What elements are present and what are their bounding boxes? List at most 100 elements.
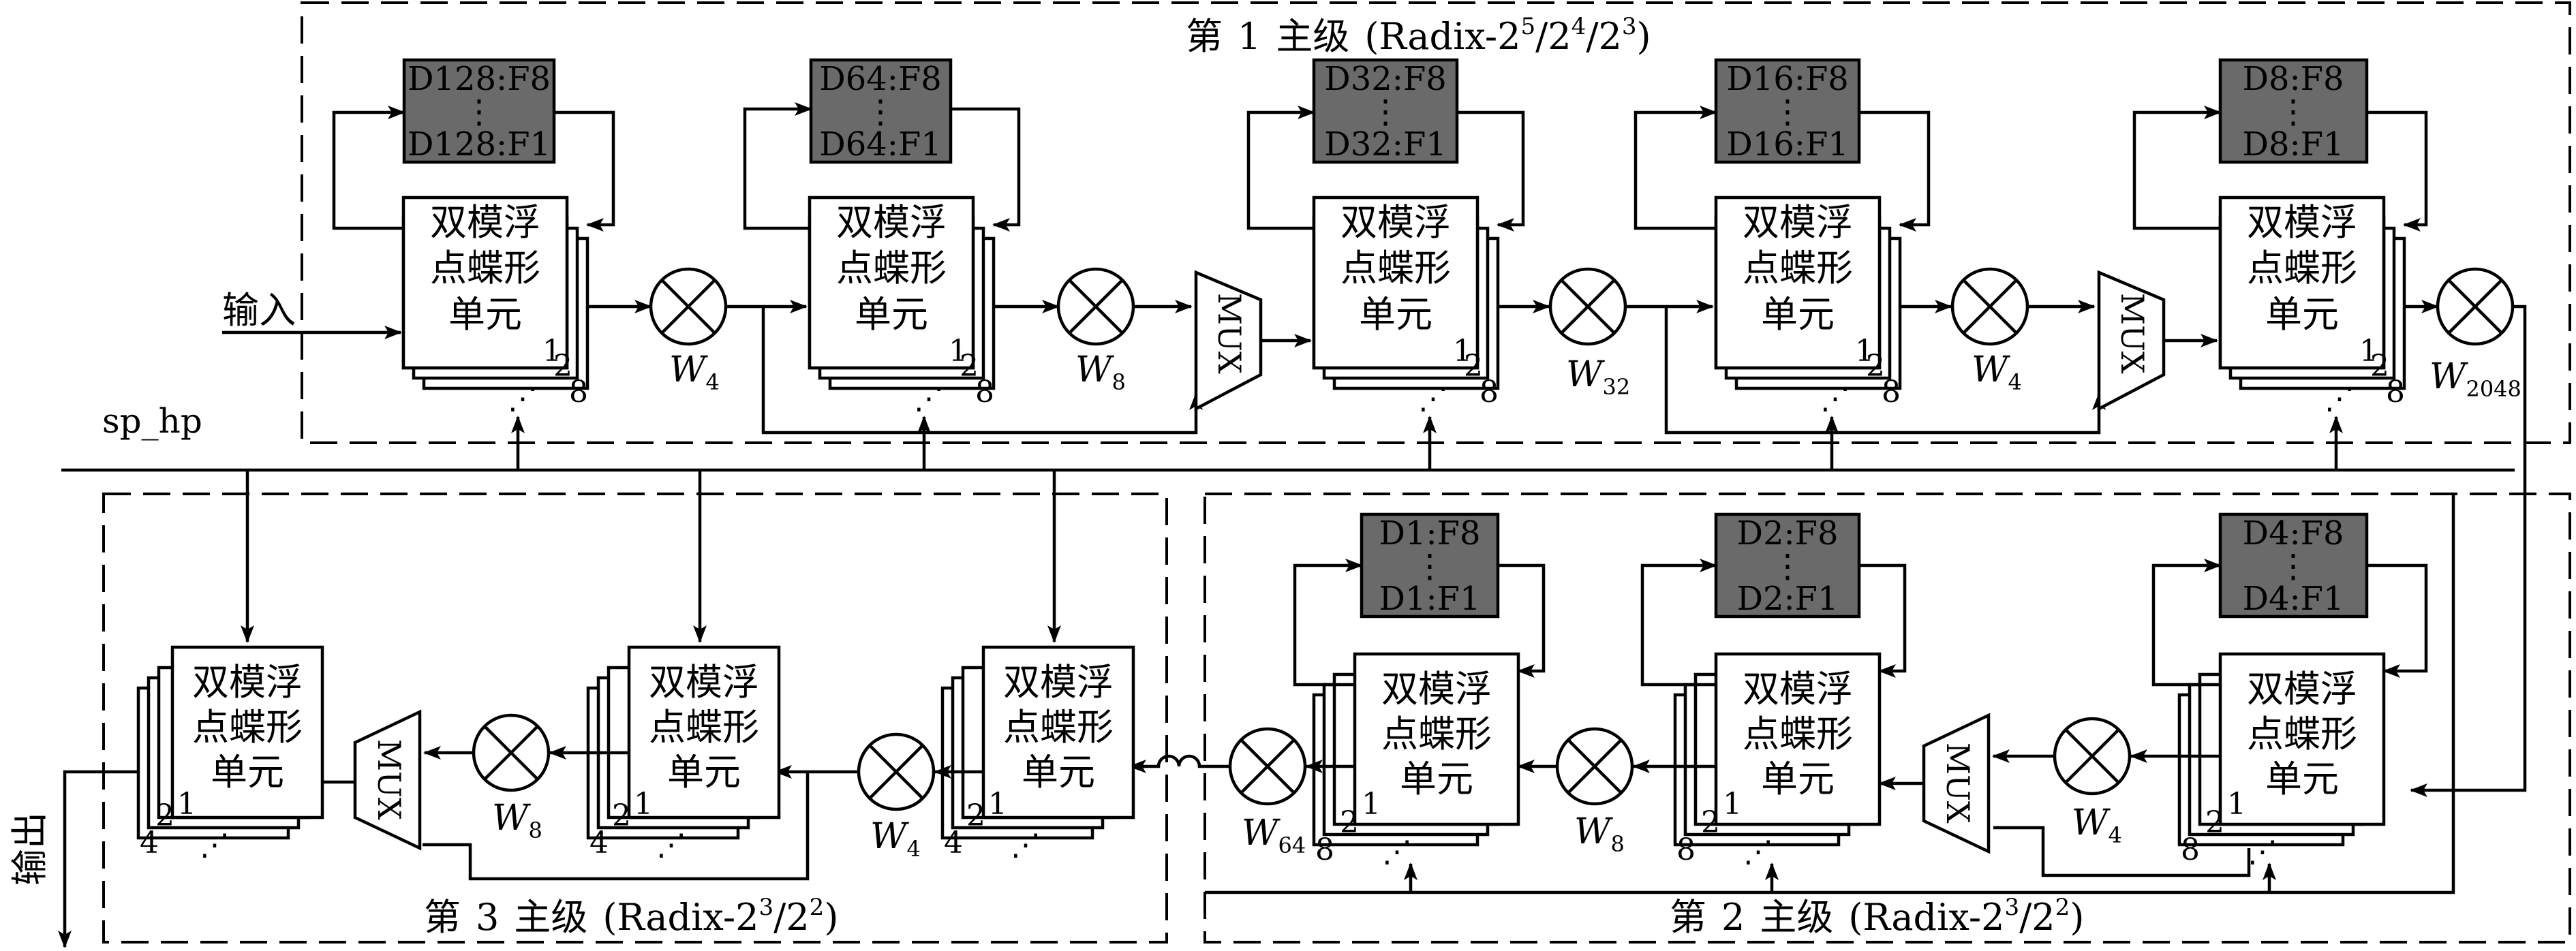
- butterfly-unit-4: 双模浮 点蝶形 单元 1 2 8 ⋰: [1714, 196, 1902, 416]
- output-label: 输出: [8, 812, 51, 886]
- multiplier-8: [2053, 717, 2132, 796]
- svg-text:点蝶形: 点蝶形: [836, 247, 947, 290]
- svg-text:单元: 单元: [1022, 751, 1095, 794]
- svg-text:4: 4: [140, 826, 159, 860]
- butterfly-unit-8: 双模浮 点蝶形 单元 1 2 8 ⋰: [2177, 652, 2386, 869]
- svg-text:点蝶形: 点蝶形: [1340, 247, 1451, 290]
- svg-text:单元: 单元: [2265, 758, 2339, 800]
- svg-text:8: 8: [1676, 832, 1696, 867]
- svg-text:⋰: ⋰: [2248, 835, 2278, 869]
- svg-text:1: 1: [2227, 787, 2246, 822]
- svg-text:双模浮: 双模浮: [1003, 661, 1114, 704]
- svg-text:2: 2: [612, 798, 631, 833]
- svg-text:D16:F1: D16:F1: [1726, 125, 1849, 163]
- twiddle-4: W4: [1972, 349, 2022, 395]
- svg-text:双模浮: 双模浮: [1743, 668, 1853, 711]
- svg-text:⋰: ⋰: [656, 828, 686, 862]
- input-label: 输入: [222, 289, 296, 332]
- svg-text:⋰: ⋰: [1382, 835, 1412, 869]
- svg-text:单元: 单元: [1400, 758, 1473, 800]
- svg-text:⋮: ⋮: [1369, 93, 1402, 131]
- svg-text:2: 2: [155, 798, 174, 833]
- svg-text:1: 1: [1453, 334, 1472, 369]
- svg-text:⋮: ⋮: [1413, 547, 1446, 585]
- svg-text:单元: 单元: [1761, 293, 1835, 336]
- svg-text:⋰: ⋰: [508, 381, 538, 416]
- svg-text:1: 1: [177, 787, 196, 822]
- svg-text:⋮: ⋮: [1771, 547, 1804, 585]
- memory-3: D32:F8 ⋮ D32:F1: [1312, 58, 1459, 164]
- twiddle-7: W8: [1574, 811, 1625, 857]
- svg-text:⋰: ⋰: [914, 381, 944, 416]
- svg-text:D32:F8: D32:F8: [1324, 60, 1447, 98]
- svg-text:D16:F8: D16:F8: [1726, 60, 1849, 98]
- twiddle-2: W8: [1075, 349, 1126, 395]
- stage-2-box: [1203, 493, 2571, 944]
- svg-text:2: 2: [1340, 805, 1359, 840]
- svg-text:8: 8: [1315, 832, 1334, 867]
- svg-text:D8:F1: D8:F1: [2242, 125, 2344, 163]
- control-taps: [241, 416, 2343, 643]
- svg-text:2: 2: [966, 798, 985, 833]
- multiplier-10: [857, 732, 936, 811]
- svg-text:1: 1: [1855, 334, 1874, 369]
- stage-3-box: [102, 493, 1168, 944]
- svg-text:4: 4: [589, 826, 609, 860]
- svg-text:D4:F8: D4:F8: [2242, 514, 2344, 552]
- svg-text:点蝶形: 点蝶形: [430, 247, 540, 290]
- multiplier-1: [649, 267, 728, 346]
- svg-text:点蝶形: 点蝶形: [649, 706, 759, 749]
- butterfly-unit-10: 双模浮 点蝶形 单元 1 2 4 ⋰: [586, 645, 781, 862]
- svg-text:⋮: ⋮: [1771, 93, 1804, 131]
- svg-text:MUX: MUX: [371, 739, 408, 820]
- stage-2-control-bus: [1205, 494, 2455, 894]
- multiplier-5: [2436, 267, 2515, 346]
- svg-text:点蝶形: 点蝶形: [1381, 713, 1492, 755]
- twiddle-10: W4: [870, 816, 921, 862]
- memory-4: D16:F8 ⋮ D16:F1: [1714, 58, 1861, 164]
- butterfly-unit-5: 双模浮 点蝶形 单元 1 2 8 ⋰: [2218, 196, 2406, 416]
- svg-text:MUX: MUX: [1211, 293, 1248, 374]
- svg-text:双模浮: 双模浮: [430, 201, 540, 244]
- svg-text:1: 1: [634, 787, 653, 822]
- svg-text:双模浮: 双模浮: [836, 201, 947, 244]
- svg-text:D8:F8: D8:F8: [2242, 60, 2344, 98]
- svg-text:2: 2: [960, 349, 979, 384]
- svg-text:8: 8: [1882, 375, 1901, 409]
- svg-text:1: 1: [988, 787, 1007, 822]
- control-signal-label: sp_hp: [102, 401, 202, 441]
- svg-text:双模浮: 双模浮: [1743, 201, 1853, 244]
- svg-text:点蝶形: 点蝶形: [1743, 247, 1853, 290]
- svg-text:点蝶形: 点蝶形: [2247, 713, 2357, 755]
- svg-text:双模浮: 双模浮: [2247, 201, 2357, 244]
- loop-1-left: [332, 106, 405, 230]
- svg-text:⋰: ⋰: [2325, 381, 2355, 416]
- butterfly-unit-2: 双模浮 点蝶形 单元 1 2 8 ⋰: [808, 196, 996, 416]
- butterfly-unit-9: 双模浮 点蝶形 单元 1 2 4 ⋰: [136, 645, 324, 862]
- multiplier-4: [1950, 267, 2029, 346]
- twiddle-5: W2048: [2429, 356, 2521, 402]
- multiplier-7: [1555, 727, 1634, 806]
- svg-text:2: 2: [2205, 805, 2224, 840]
- svg-text:⋰: ⋰: [1820, 381, 1850, 416]
- svg-text:2: 2: [1464, 349, 1483, 384]
- svg-text:⋮: ⋮: [2277, 93, 2310, 131]
- svg-text:1: 1: [1723, 787, 1742, 822]
- stage-1-box: [301, 1, 2571, 444]
- butterfly-unit-7: 双模浮 点蝶形 单元 1 2 8 ⋰: [1673, 652, 1882, 869]
- svg-text:D2:F1: D2:F1: [1736, 580, 1838, 618]
- svg-text:4: 4: [944, 826, 963, 860]
- mux-3: MUX: [1922, 713, 1991, 854]
- memory-7: D2:F8 ⋮ D2:F1: [1714, 512, 1861, 619]
- svg-text:1: 1: [542, 334, 562, 369]
- butterfly-unit-11: 双模浮 点蝶形 单元 1 2 4 ⋰: [940, 645, 1135, 862]
- butterfly-unit-1: 双模浮 点蝶形 单元 1 2 8 ⋰: [401, 196, 589, 416]
- svg-text:⋮: ⋮: [864, 93, 897, 131]
- twiddle-9: W8: [492, 798, 542, 843]
- svg-text:8: 8: [569, 375, 588, 409]
- svg-text:8: 8: [2386, 375, 2405, 409]
